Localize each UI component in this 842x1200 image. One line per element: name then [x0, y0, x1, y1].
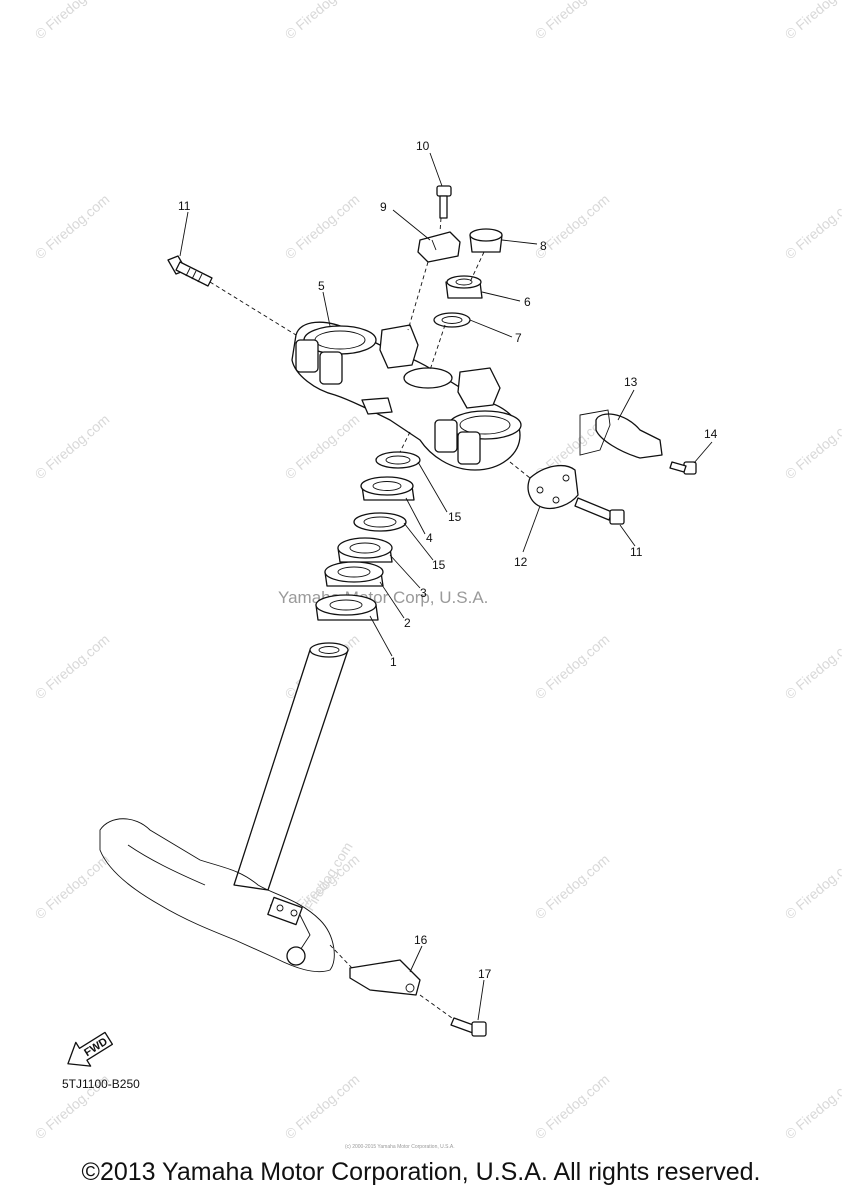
fine-print: (c) 2000-2015 Yamaha Motor Corporation, … [345, 1144, 455, 1150]
steering-stem [233, 642, 349, 891]
bearing-cover-3 [337, 537, 393, 563]
callout-15-lower: 15 [432, 558, 446, 572]
nut-6 [445, 275, 483, 299]
watermark: © Firedog.com [32, 631, 113, 702]
oil-seal-1 [315, 594, 379, 621]
side-watermark: Firedog.com [301, 839, 356, 913]
watermark: © Firedog.com [32, 851, 113, 922]
cap-8 [469, 228, 503, 253]
bracket-12 [509, 461, 579, 510]
callout-15-upper: 15 [448, 510, 462, 524]
watermark: © Firedog.com [532, 0, 613, 42]
callout-11-right: 11 [630, 545, 643, 559]
watermark: © Firedog.com [782, 411, 842, 482]
bolt-17 [419, 994, 487, 1037]
callout-7: 7 [515, 331, 522, 345]
bolt-11-left [167, 255, 297, 336]
callout-9: 9 [380, 200, 387, 214]
holder-16 [329, 944, 421, 996]
callout-13: 13 [624, 375, 638, 389]
callout-14: 14 [704, 427, 718, 441]
callout-4: 4 [426, 531, 433, 545]
diagram-code: 5TJ1100-B250 [62, 1077, 140, 1091]
watermark: © Firedog.com [282, 411, 363, 482]
watermark: © Firedog.com [282, 191, 363, 262]
callout-10: 10 [416, 139, 430, 153]
watermark: © Firedog.com [32, 0, 113, 42]
watermark: © Firedog.com [782, 191, 842, 262]
center-watermark: Yamaha Motor Corp, U.S.A. [278, 588, 488, 607]
fwd-arrow: FWD [67, 1031, 114, 1067]
watermark: © Firedog.com [282, 1071, 363, 1142]
callout-1: 1 [390, 655, 397, 669]
copyright-notice: ©2013 Yamaha Motor Corporation, U.S.A. A… [81, 1158, 761, 1186]
callout-3: 3 [420, 586, 427, 600]
watermark: © Firedog.com [782, 631, 842, 702]
holder-13 [579, 409, 663, 459]
callout-17: 17 [478, 967, 492, 981]
bolt-10 [436, 185, 452, 233]
bolt-14 [669, 461, 697, 475]
callout-16: 16 [414, 933, 428, 947]
washer-15-upper [375, 451, 421, 469]
watermark: © Firedog.com [782, 851, 842, 922]
watermark: © Firedog.com [782, 1071, 842, 1142]
callout-5: 5 [318, 279, 325, 293]
watermark: © Firedog.com [532, 1071, 613, 1142]
callout-12: 12 [514, 555, 528, 569]
watermark: © Firedog.com [782, 0, 842, 42]
ring-nut-4 [360, 476, 415, 501]
leader-lines [179, 152, 713, 1021]
callout-6: 6 [524, 295, 531, 309]
bolt-11-right [574, 497, 625, 525]
upper-bracket [291, 321, 522, 471]
bearing-2 [324, 561, 384, 587]
watermark: © Firedog.com [282, 0, 363, 42]
callout-11-left: 11 [178, 199, 191, 213]
callout-8: 8 [540, 239, 547, 253]
lower-bracket-outline [99, 818, 335, 973]
washer-15-lower [353, 512, 407, 532]
callout-2: 2 [404, 616, 411, 630]
watermark: © Firedog.com [32, 411, 113, 482]
watermark: © Firedog.com [32, 191, 113, 262]
washer-7 [433, 312, 471, 328]
watermark: © Firedog.com [532, 851, 613, 922]
clamp-9 [417, 231, 461, 263]
callouts: 10 11 9 8 5 6 7 13 14 15 4 15 3 2 1 12 1… [178, 139, 718, 981]
watermark: © Firedog.com [532, 631, 613, 702]
